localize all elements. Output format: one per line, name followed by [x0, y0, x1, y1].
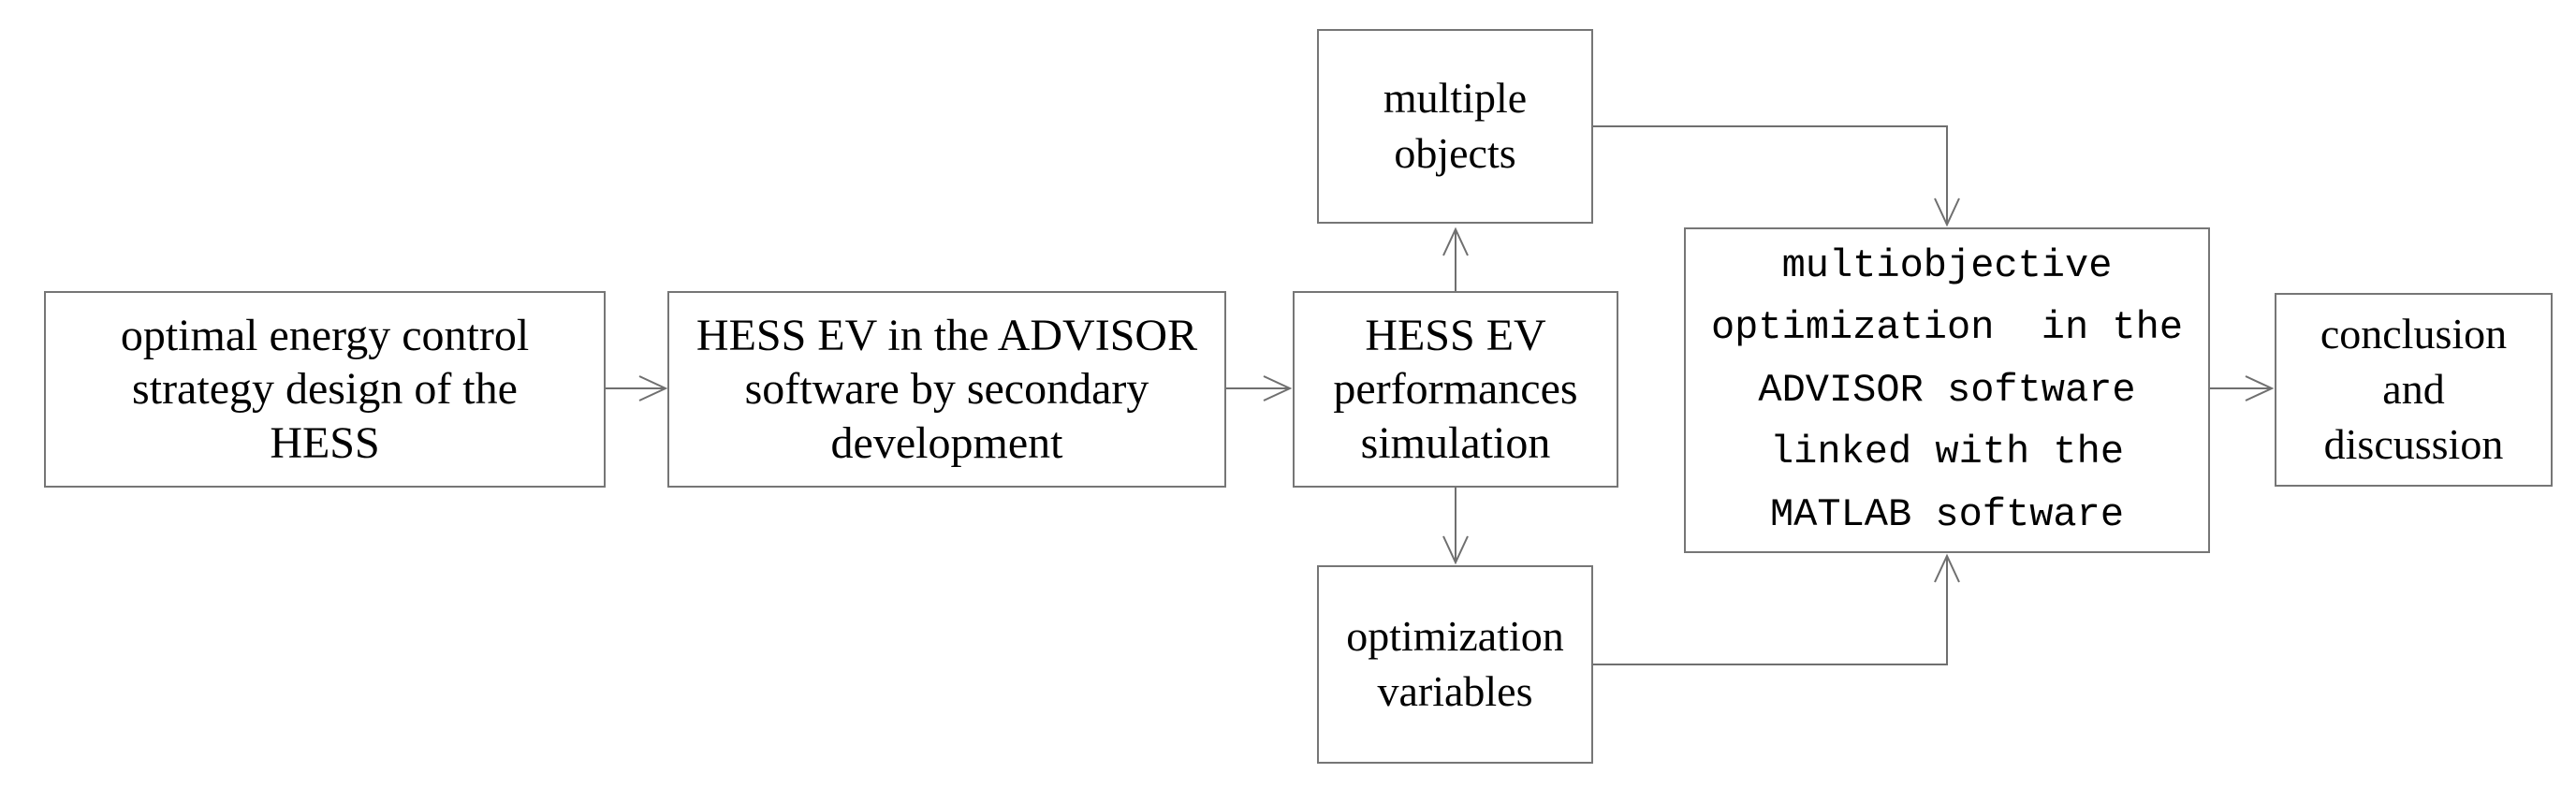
node-multiobjective-optimization: multiobjective optimization in the ADVIS…	[1684, 227, 2210, 553]
node-conclusion-and-discussion: conclusion and discussion	[2275, 293, 2553, 487]
node-hess-ev-advisor-secondary-development: HESS EV in the ADVISOR software by secon…	[667, 291, 1226, 488]
arrow-optimization-variables-to-multiobjective	[1593, 553, 1960, 665]
arrow-multiple-objects-to-multiobjective	[1593, 125, 1960, 227]
node-optimization-variables: optimization variables	[1317, 565, 1593, 764]
node-optimal-energy-control: optimal energy control strategy design o…	[44, 291, 606, 488]
node-hess-ev-performances-simulation: HESS EV performances simulation	[1293, 291, 1618, 488]
node-multiple-objects: multiple objects	[1317, 29, 1593, 224]
